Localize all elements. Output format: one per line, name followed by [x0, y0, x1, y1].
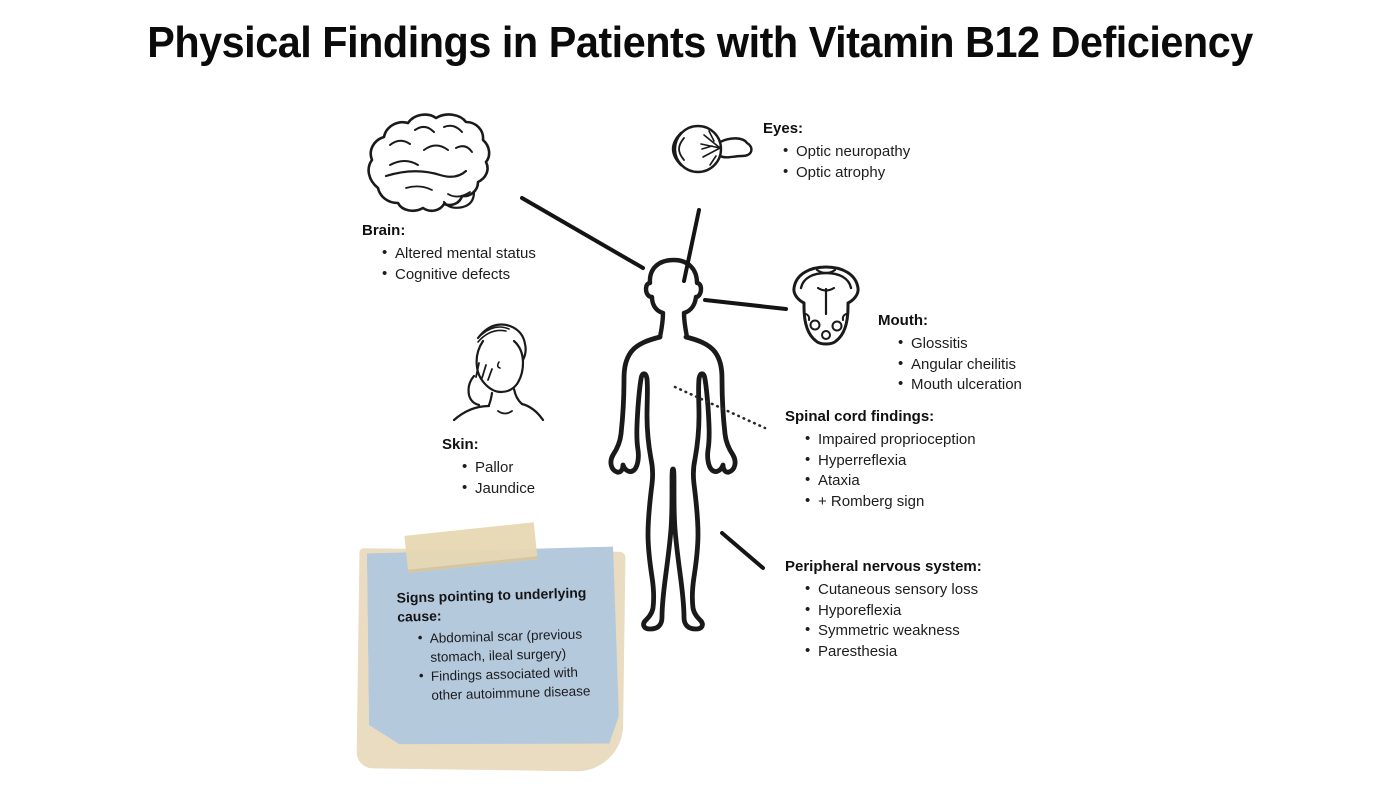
brain-heading: Brain: [362, 222, 406, 239]
underlying-cause-heading: Signs pointing to underlying cause: [396, 584, 587, 625]
brain-findings-label: Brain: Altered mental statusCognitive de… [362, 222, 582, 285]
list-item: Abdominal scar (previous stomach, ileal … [418, 624, 595, 667]
brain-icon [367, 113, 491, 213]
list-item: Optic neuropathy [783, 141, 983, 163]
human-body-icon [608, 257, 738, 632]
list-item: Jaundice [462, 478, 622, 500]
spinal-cord-findings-list: Impaired proprioceptionHyperreflexiaAtax… [785, 429, 1035, 513]
list-item: Cognitive defects [382, 264, 582, 286]
skin-findings-list: PallorJaundice [442, 457, 622, 500]
mouth-heading: Mouth: [878, 312, 928, 329]
list-item: Hyperreflexia [805, 450, 1035, 472]
brain-findings-list: Altered mental statusCognitive defects [362, 243, 582, 286]
list-item: Cutaneous sensory loss [805, 579, 1045, 601]
page-title: Physical Findings in Patients with Vitam… [147, 18, 1253, 67]
list-item: + Romberg sign [805, 491, 1035, 513]
peripheral-nervous-system-label: Peripheral nervous system: Cutaneous sen… [785, 558, 1045, 662]
list-item: Pallor [462, 457, 622, 479]
underlying-cause-label: Signs pointing to underlying cause: Abdo… [396, 583, 595, 705]
list-item: Optic atrophy [783, 162, 983, 184]
list-item: Paresthesia [805, 641, 1045, 663]
spinal-cord-heading: Spinal cord findings: [785, 408, 935, 425]
list-item: Findings associated with other autoimmun… [419, 662, 596, 705]
list-item: Mouth ulceration [898, 374, 1098, 396]
list-item: Hyporeflexia [805, 600, 1045, 622]
eye-icon [671, 124, 753, 174]
list-item: Angular cheilitis [898, 354, 1098, 376]
mouth-findings-list: GlossitisAngular cheilitisMouth ulcerati… [878, 333, 1098, 396]
spinal-cord-findings-label: Spinal cord findings: Impaired proprioce… [785, 408, 1035, 512]
eyes-findings-list: Optic neuropathyOptic atrophy [763, 141, 983, 184]
peripheral-findings-list: Cutaneous sensory lossHyporeflexiaSymmet… [785, 579, 1045, 663]
skin-findings-label: Skin: PallorJaundice [442, 436, 622, 499]
tongue-icon [792, 265, 860, 346]
list-item: Glossitis [898, 333, 1098, 355]
eyes-findings-label: Eyes: Optic neuropathyOptic atrophy [763, 120, 983, 183]
eyes-heading: Eyes: [763, 120, 804, 137]
skin-heading: Skin: [442, 436, 479, 453]
mouth-findings-label: Mouth: GlossitisAngular cheilitisMouth u… [878, 312, 1098, 396]
list-item: Altered mental status [382, 243, 582, 265]
list-item: Impaired proprioception [805, 429, 1035, 451]
list-item: Ataxia [805, 470, 1035, 492]
skin-face-icon [452, 323, 545, 422]
peripheral-heading: Peripheral nervous system: [785, 558, 982, 575]
list-item: Symmetric weakness [805, 620, 1045, 642]
underlying-cause-list: Abdominal scar (previous stomach, ileal … [398, 624, 596, 705]
